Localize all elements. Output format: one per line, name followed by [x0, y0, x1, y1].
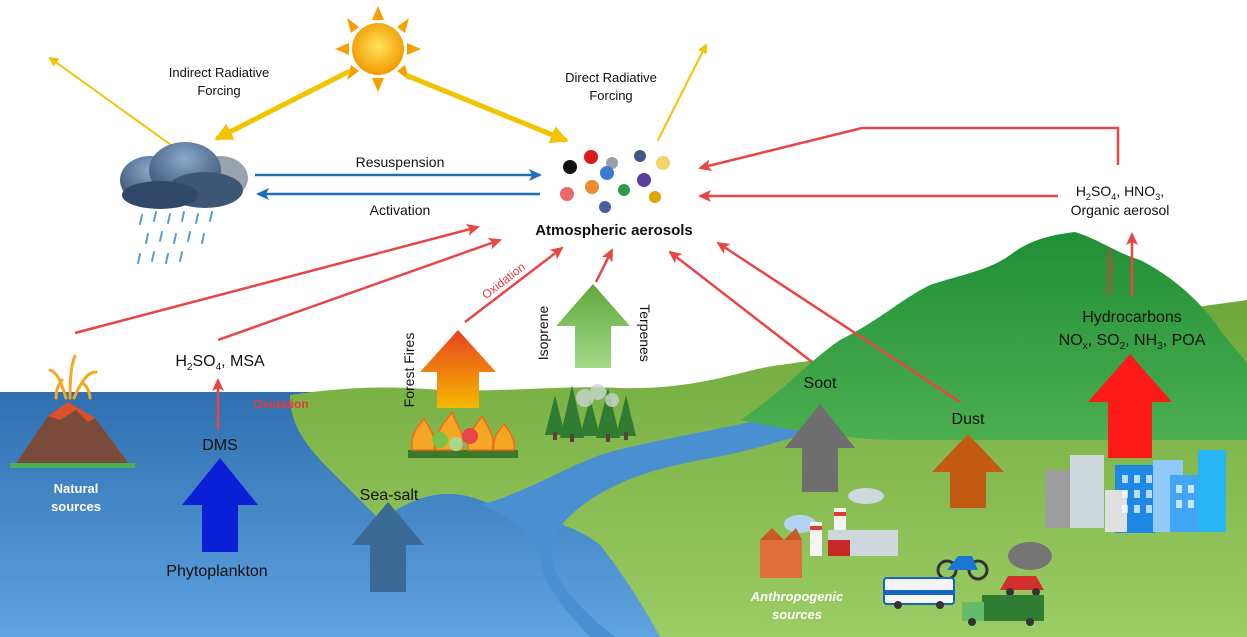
terpenes-label: Terpenes: [637, 304, 653, 362]
sea-salt-arrow: [352, 502, 424, 592]
direct-forcing-label: Forcing: [589, 88, 632, 103]
block-arrows: [182, 284, 1172, 592]
sun-icon: [335, 6, 421, 92]
forest-fire-icon: [408, 410, 518, 458]
natural-sources-label: Natural: [54, 481, 99, 496]
aerosol-particle: [618, 184, 630, 196]
aerosol-particle: [649, 191, 661, 203]
acids-label: H2SO4, HNO3,: [1076, 183, 1164, 202]
sea-salt-label: Sea-salt: [360, 487, 419, 504]
hydrocarbons-label: Hydrocarbons: [1082, 309, 1182, 326]
indirect-forcing-label: Forcing: [197, 83, 240, 98]
anthropogenic-sources-label: sources: [772, 607, 822, 622]
aerosol-particle: [585, 180, 599, 194]
direct-forcing-label: Direct Radiative: [565, 70, 657, 85]
dms-arrow: [182, 458, 258, 552]
aerosol-particle: [584, 150, 598, 164]
vehicles-icon: [883, 542, 1052, 626]
anthropogenic-sources-label: Anthropogenic: [750, 589, 844, 604]
biogenic-forest-icon: [545, 384, 636, 442]
biogenic-arrow: [556, 284, 630, 368]
dust-label: Dust: [952, 411, 985, 428]
aerosol-particle: [560, 187, 574, 201]
labels: Indirect Radiative Forcing Direct Radiat…: [51, 65, 1206, 622]
soot-label: Soot: [804, 375, 837, 392]
rain-cloud-icon: [120, 142, 248, 264]
msa-label: H2SO4, MSA: [175, 353, 265, 373]
isoprene-label: Isoprene: [535, 306, 551, 361]
activation-label: Activation: [370, 202, 431, 218]
nox-label: NOx, SO2, NH3, POA: [1059, 332, 1206, 352]
city-icon: [1045, 450, 1226, 533]
acids-label: Organic aerosol: [1071, 202, 1170, 218]
cloud-aerosol-arrows: [255, 169, 542, 200]
aerosol-particle: [563, 160, 577, 174]
river: [480, 368, 950, 637]
aerosol-particle: [600, 166, 614, 180]
resuspension-label: Resuspension: [356, 154, 445, 170]
factory-icon: [760, 488, 898, 578]
forest-fires-label: Forest Fires: [401, 333, 417, 408]
solar-arrows: [48, 43, 707, 151]
aerosol-particles: [560, 150, 670, 213]
oxidation-label-dms: Oxidation: [253, 397, 308, 411]
volcano-icon: [10, 354, 135, 468]
soot-arrow: [785, 404, 855, 492]
aerosol-particle: [637, 173, 651, 187]
forest-fire-arrow: [420, 330, 496, 408]
aerosol-particle: [599, 201, 611, 213]
dust-arrow: [932, 434, 1004, 508]
aerosol-particle: [606, 157, 618, 169]
emission-arrows: [74, 126, 1138, 430]
atmospheric-aerosols-label: Atmospheric aerosols: [535, 222, 693, 239]
anthropogenic-arrow: [1088, 354, 1172, 458]
aerosol-particle: [656, 156, 670, 170]
aerosol-particle: [634, 150, 646, 162]
indirect-forcing-label: Indirect Radiative: [169, 65, 269, 80]
dms-label: DMS: [202, 437, 238, 454]
phytoplankton-label: Phytoplankton: [166, 563, 267, 580]
natural-sources-label: sources: [51, 499, 101, 514]
oxidation-label-mountain: Oxidation: [1104, 249, 1116, 295]
